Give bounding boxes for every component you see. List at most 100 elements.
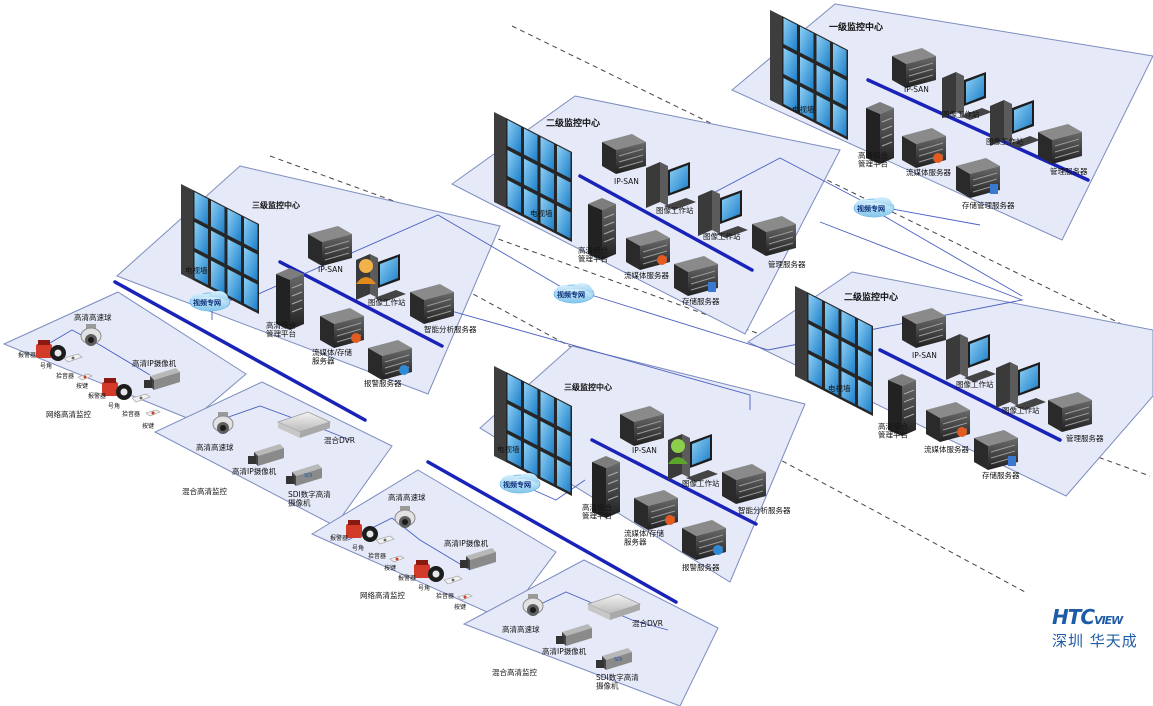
- company-logo: HTCVIEW 深圳 华天成: [1052, 606, 1152, 654]
- horn-device[interactable]: [50, 345, 66, 361]
- horn-device-2[interactable]: [116, 384, 132, 400]
- label-pickup: 拾音器: [56, 372, 74, 380]
- alarm-server-level3-left[interactable]: [367, 339, 413, 381]
- storage-server-level2-top[interactable]: [673, 255, 719, 297]
- hybrid-dvr[interactable]: [277, 411, 331, 438]
- site-title: 混合高清监控: [492, 667, 537, 677]
- video-wall-screen: [783, 48, 797, 81]
- label-workstation: 图像工作站: [368, 297, 406, 307]
- label-workstation-a: 图像工作站: [656, 205, 694, 215]
- label-analysis: 智能分析服务器: [738, 505, 791, 515]
- video-wall-level2-top[interactable]: [494, 112, 572, 242]
- video-wall-level3-left[interactable]: [181, 184, 259, 314]
- video-wall-screen: [194, 222, 208, 255]
- stream-storage-server-level3-mid[interactable]: [633, 489, 679, 531]
- label-ip-camera: 高清IP摄像机: [232, 466, 277, 476]
- link-l2top-l1: [699, 157, 981, 226]
- center-level3-left: 三级监控中心 电视墙 IP-SAN 图像工作站 高清综合管理平台 流媒体/存储服…: [181, 184, 477, 388]
- label-workstation-b: 图像工作站: [703, 231, 741, 241]
- link-l1-cloud: [869, 207, 1023, 297]
- video-wall-screen: [540, 197, 554, 230]
- hybrid-dvr[interactable]: [587, 593, 641, 620]
- center-level2-right-title: 二级监控中心: [844, 291, 898, 303]
- label-button: 按键: [76, 382, 88, 390]
- streaming-server-level2-top[interactable]: [625, 229, 671, 271]
- label-dvr: 混合DVR: [324, 435, 355, 445]
- alarm-device[interactable]: [36, 340, 52, 358]
- label-stream-storage: 流媒体/存储服务器: [624, 528, 665, 547]
- label-video-wall: 电视墙: [828, 383, 851, 393]
- video-wall-screen: [783, 18, 797, 51]
- video-wall-screen: [858, 349, 872, 383]
- storage-server-level1[interactable]: [955, 157, 1001, 199]
- label-video-wall: 电视墙: [185, 265, 208, 275]
- video-wall-screen: [841, 311, 855, 344]
- label-workstation-a: 图像工作站: [942, 109, 980, 119]
- alarm-device-2[interactable]: [414, 560, 430, 578]
- horn-device[interactable]: [362, 526, 378, 542]
- video-wall-screen: [800, 26, 814, 60]
- stream-storage-server-level3-left[interactable]: [319, 307, 365, 349]
- logo-brand: HTCVIEW: [1052, 606, 1152, 632]
- logo-brand-tail: VIEW: [1094, 614, 1123, 627]
- label-platform: 高清综合管理平台: [578, 245, 608, 264]
- label-platform: 高清综合管理平台: [266, 320, 296, 339]
- button-device-2[interactable]: [145, 409, 161, 417]
- video-wall-screen: [211, 200, 225, 234]
- video-wall-screen: [833, 43, 847, 77]
- video-wall-screen: [524, 442, 538, 476]
- label-pickup-2: 拾音器: [436, 592, 454, 600]
- label-alarm-2: 报警器: [398, 574, 416, 582]
- label-ip-san: IP-SAN: [632, 446, 657, 455]
- label-ip-san: IP-SAN: [904, 85, 929, 94]
- label-video-wall: 电视墙: [497, 444, 520, 454]
- label-ip-camera: 高清IP摄像机: [132, 358, 177, 368]
- video-wall-screen: [808, 294, 822, 327]
- horn-device-2[interactable]: [428, 566, 444, 582]
- site-hybrid-left: 高清高速球 混合DVR 高清IP摄像机 SDI SDI数字高清摄像机 混合高清监…: [182, 411, 355, 508]
- streaming-server-level1[interactable]: [901, 127, 947, 169]
- alarm-server-level3-mid[interactable]: [681, 519, 727, 561]
- label-cloud: 视频专网: [557, 290, 585, 299]
- video-wall-screen: [540, 167, 554, 200]
- center-level3-mid: 三级监控中心 电视墙 IP-SAN 图像工作站 高清综合管理平台 流媒体/存储服…: [494, 366, 791, 572]
- video-wall-screen: [507, 180, 521, 213]
- label-analysis: 智能分析服务器: [424, 324, 477, 334]
- backbone-mid-access: [426, 460, 678, 604]
- video-wall-screen: [816, 95, 830, 128]
- video-wall-screen: [524, 158, 538, 192]
- label-management: 管理服务器: [768, 259, 806, 269]
- storage-server-level2-right[interactable]: [973, 429, 1019, 471]
- label-ip-camera: 高清IP摄像机: [444, 538, 489, 548]
- video-wall-screen: [227, 209, 241, 242]
- video-wall-screen: [816, 65, 830, 98]
- video-wall-screen: [507, 434, 521, 467]
- label-horn: 号角: [352, 544, 364, 552]
- backbone-level2-right: [878, 348, 1062, 442]
- label-horn-2: 号角: [108, 402, 120, 410]
- alarm-device[interactable]: [346, 520, 362, 538]
- video-wall-screen: [557, 175, 571, 209]
- streaming-server-level2-right[interactable]: [925, 401, 971, 443]
- label-button-2: 按键: [454, 603, 466, 611]
- video-wall-level1[interactable]: [770, 10, 848, 140]
- label-streaming: 流媒体服务器: [624, 270, 669, 280]
- workstation-level3-mid[interactable]: [668, 434, 718, 482]
- video-wall-screen: [540, 391, 554, 424]
- video-wall-screen: [783, 78, 797, 111]
- video-wall-level2-right[interactable]: [795, 286, 873, 416]
- center-level1: 一级监控中心 电视墙 IP-SAN 图像工作站 图像工作站 高清综合管理平台 流…: [770, 10, 1088, 218]
- video-wall-level3-mid[interactable]: [494, 366, 572, 496]
- label-platform: 高清综合管理平台: [582, 502, 612, 521]
- video-wall-screen: [808, 324, 822, 357]
- label-alarm-2: 报警器: [88, 392, 106, 400]
- video-wall-screen: [507, 404, 521, 437]
- label-sdi-tag: SDI: [614, 657, 623, 663]
- label-storage: 存储服务器: [982, 470, 1020, 480]
- label-cloud: 视频专网: [857, 204, 885, 213]
- video-wall-screen: [524, 128, 538, 162]
- video-wall-screen: [825, 362, 839, 396]
- workstation-level3-left[interactable]: [356, 254, 406, 302]
- label-video-wall: 电视墙: [792, 104, 815, 114]
- video-wall-screen: [524, 382, 538, 416]
